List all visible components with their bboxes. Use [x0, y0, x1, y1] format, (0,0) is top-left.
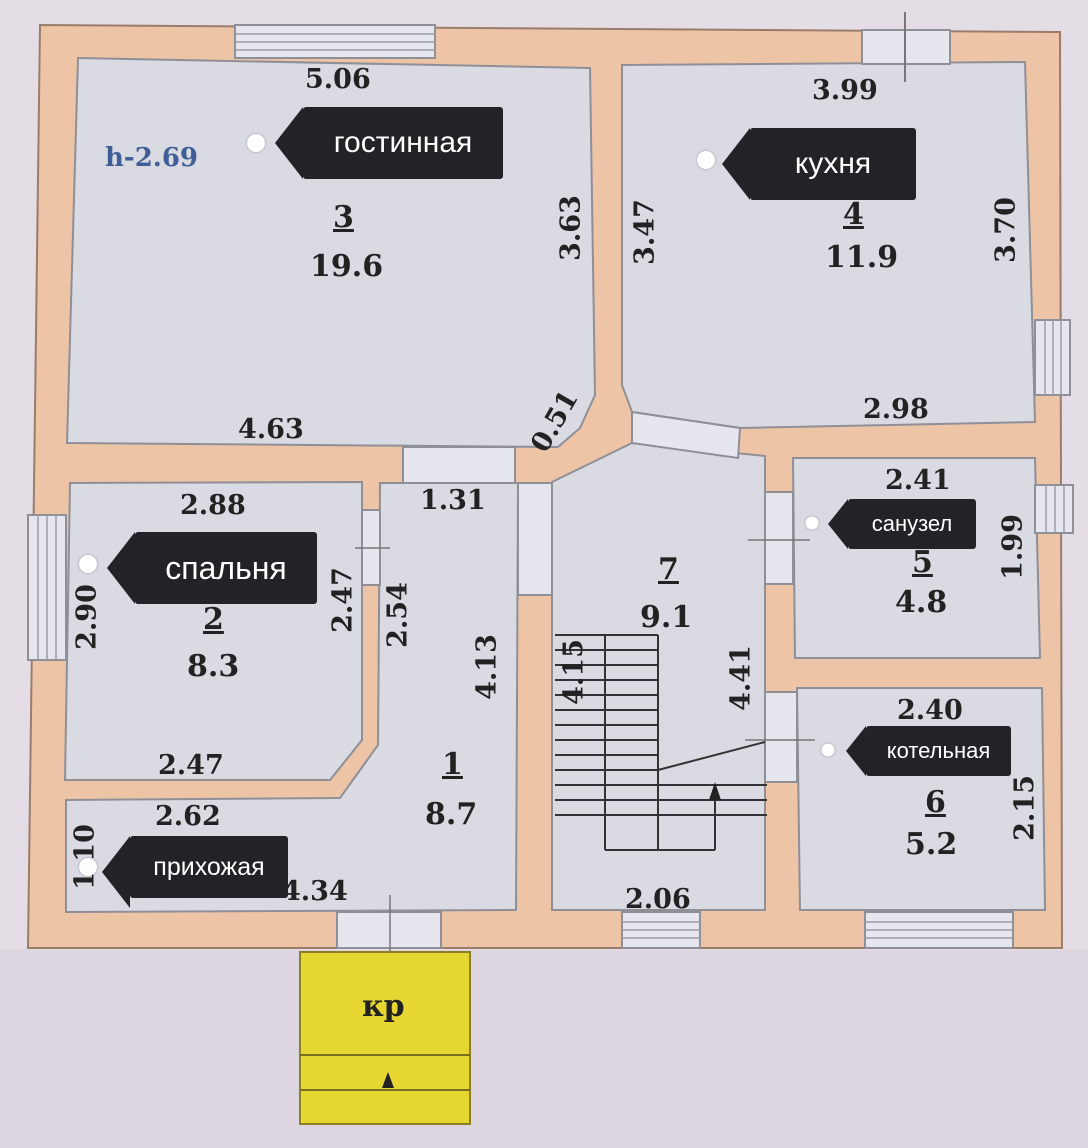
tag-bedroom[interactable]: спальня [107, 532, 317, 604]
dim-bath-right: 1.99 [997, 514, 1029, 580]
staircase [555, 634, 767, 851]
dim-bedroom-left: 2.90 [71, 584, 103, 650]
tag-boiler[interactable]: котельная [846, 726, 1011, 776]
room-number-1: 1 [442, 747, 463, 782]
dim-entry-bottom: 4.34 [282, 876, 348, 907]
dim-entry-left: 1.10 [69, 824, 101, 890]
room-area-5: 4.8 [895, 585, 948, 620]
doorway-boiler [764, 691, 798, 783]
room-area-1: 8.7 [425, 797, 478, 832]
doorway-bathroom [764, 491, 794, 585]
room-number-2: 2 [203, 602, 224, 637]
doorway-kitchen [631, 410, 742, 460]
dim-bedroom-bottom: 2.47 [158, 750, 224, 781]
dim-kitchen-right: 3.70 [990, 197, 1022, 263]
dim-bedroom-top: 2.88 [180, 490, 246, 521]
dim-bedroom-right: 2.47 [327, 567, 359, 633]
dim-stair-right: 4.41 [725, 645, 757, 711]
tag-dot-living [247, 134, 265, 152]
room-number-7: 7 [658, 552, 679, 587]
dim-boiler-top: 2.40 [897, 695, 963, 726]
room-area-3: 19.6 [310, 249, 384, 284]
dim-hall-left: 2.54 [382, 582, 414, 648]
room-number-6: 6 [925, 785, 946, 820]
tag-dot-kitchen [697, 151, 715, 169]
stair-arrow [709, 782, 721, 800]
dim-stair-bottom: 2.06 [625, 884, 691, 915]
dim-living-right: 3.63 [555, 195, 587, 261]
dim-hall-top: 1.31 [420, 485, 486, 516]
ceiling-height: h-2.69 [105, 143, 199, 173]
dim-kitchen-left: 3.47 [629, 199, 661, 265]
dim-kitchen-bottom: 2.98 [863, 394, 929, 425]
tag-kitchen[interactable]: кухня [722, 128, 916, 200]
doorway-entrance [336, 911, 442, 949]
dim-bath-top: 2.41 [885, 465, 951, 496]
dim-living-bottom: 4.63 [238, 414, 304, 445]
dim-living-top: 5.06 [305, 64, 371, 95]
doorway-living [402, 446, 516, 484]
porch-label: кр [362, 989, 405, 1024]
room-area-4: 11.9 [825, 240, 899, 275]
dim-entry-top: 2.62 [155, 801, 221, 832]
tag-entry[interactable]: прихожая [102, 836, 288, 908]
room-area-6: 5.2 [905, 827, 958, 862]
tag-dot-entry [79, 858, 97, 876]
doorway-hall-stairs [517, 482, 553, 596]
dim-boiler-right: 2.15 [1009, 775, 1041, 841]
room-number-3: 3 [333, 200, 354, 235]
dim-stair-left: 4.15 [558, 639, 590, 705]
tag-dot-boiler [821, 743, 835, 757]
tag-bathroom[interactable]: санузел [828, 499, 976, 549]
dim-hall-right: 4.13 [471, 634, 503, 700]
room-area-7: 9.1 [640, 600, 693, 635]
tag-dot-bathroom [805, 516, 819, 530]
room-number-4: 4 [843, 197, 864, 232]
room-number-5: 5 [912, 545, 933, 580]
tag-living[interactable]: гостинная [275, 107, 503, 179]
ground-area [0, 950, 1088, 1148]
window-bathroom [1034, 484, 1074, 534]
tag-dot-bedroom [79, 555, 97, 573]
dim-kitchen-top: 3.99 [812, 75, 878, 106]
porch [299, 951, 471, 1125]
room-area-2: 8.3 [187, 649, 240, 684]
porch-arrow [382, 1072, 394, 1088]
